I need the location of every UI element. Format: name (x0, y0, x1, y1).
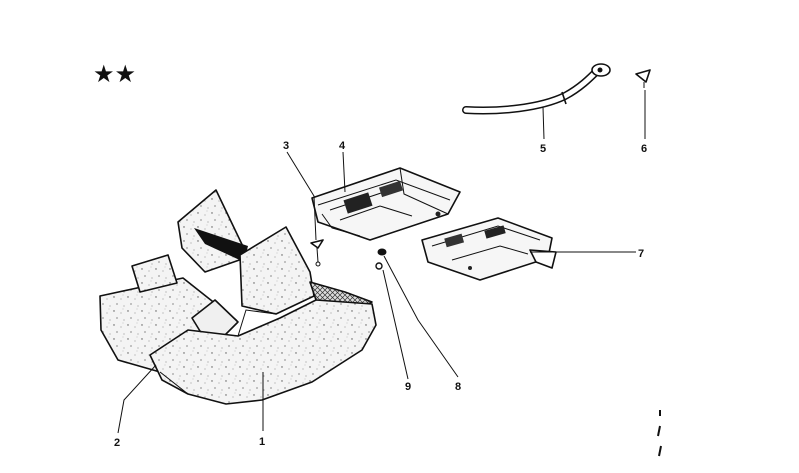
screw (310, 239, 324, 267)
callout-5: 5 (540, 143, 546, 155)
header-marker: ★★ (93, 60, 136, 88)
small-screw (635, 69, 651, 88)
callout-4: 4 (339, 140, 346, 152)
cable (462, 63, 611, 115)
clip-nut (377, 248, 387, 256)
leader-lines (117, 90, 646, 434)
callout-2: 2 (114, 437, 120, 449)
tray (311, 167, 461, 241)
callout-7: 7 (638, 248, 644, 260)
callout-9: 9 (405, 381, 411, 393)
washer (375, 262, 383, 270)
bracket (421, 217, 557, 281)
callout-6: 6 (641, 143, 647, 155)
callout-3: 3 (283, 140, 289, 152)
callout-8: 8 (455, 381, 461, 393)
console-body (149, 189, 377, 405)
edge-marks (657, 410, 662, 457)
callout-1: 1 (259, 436, 265, 448)
